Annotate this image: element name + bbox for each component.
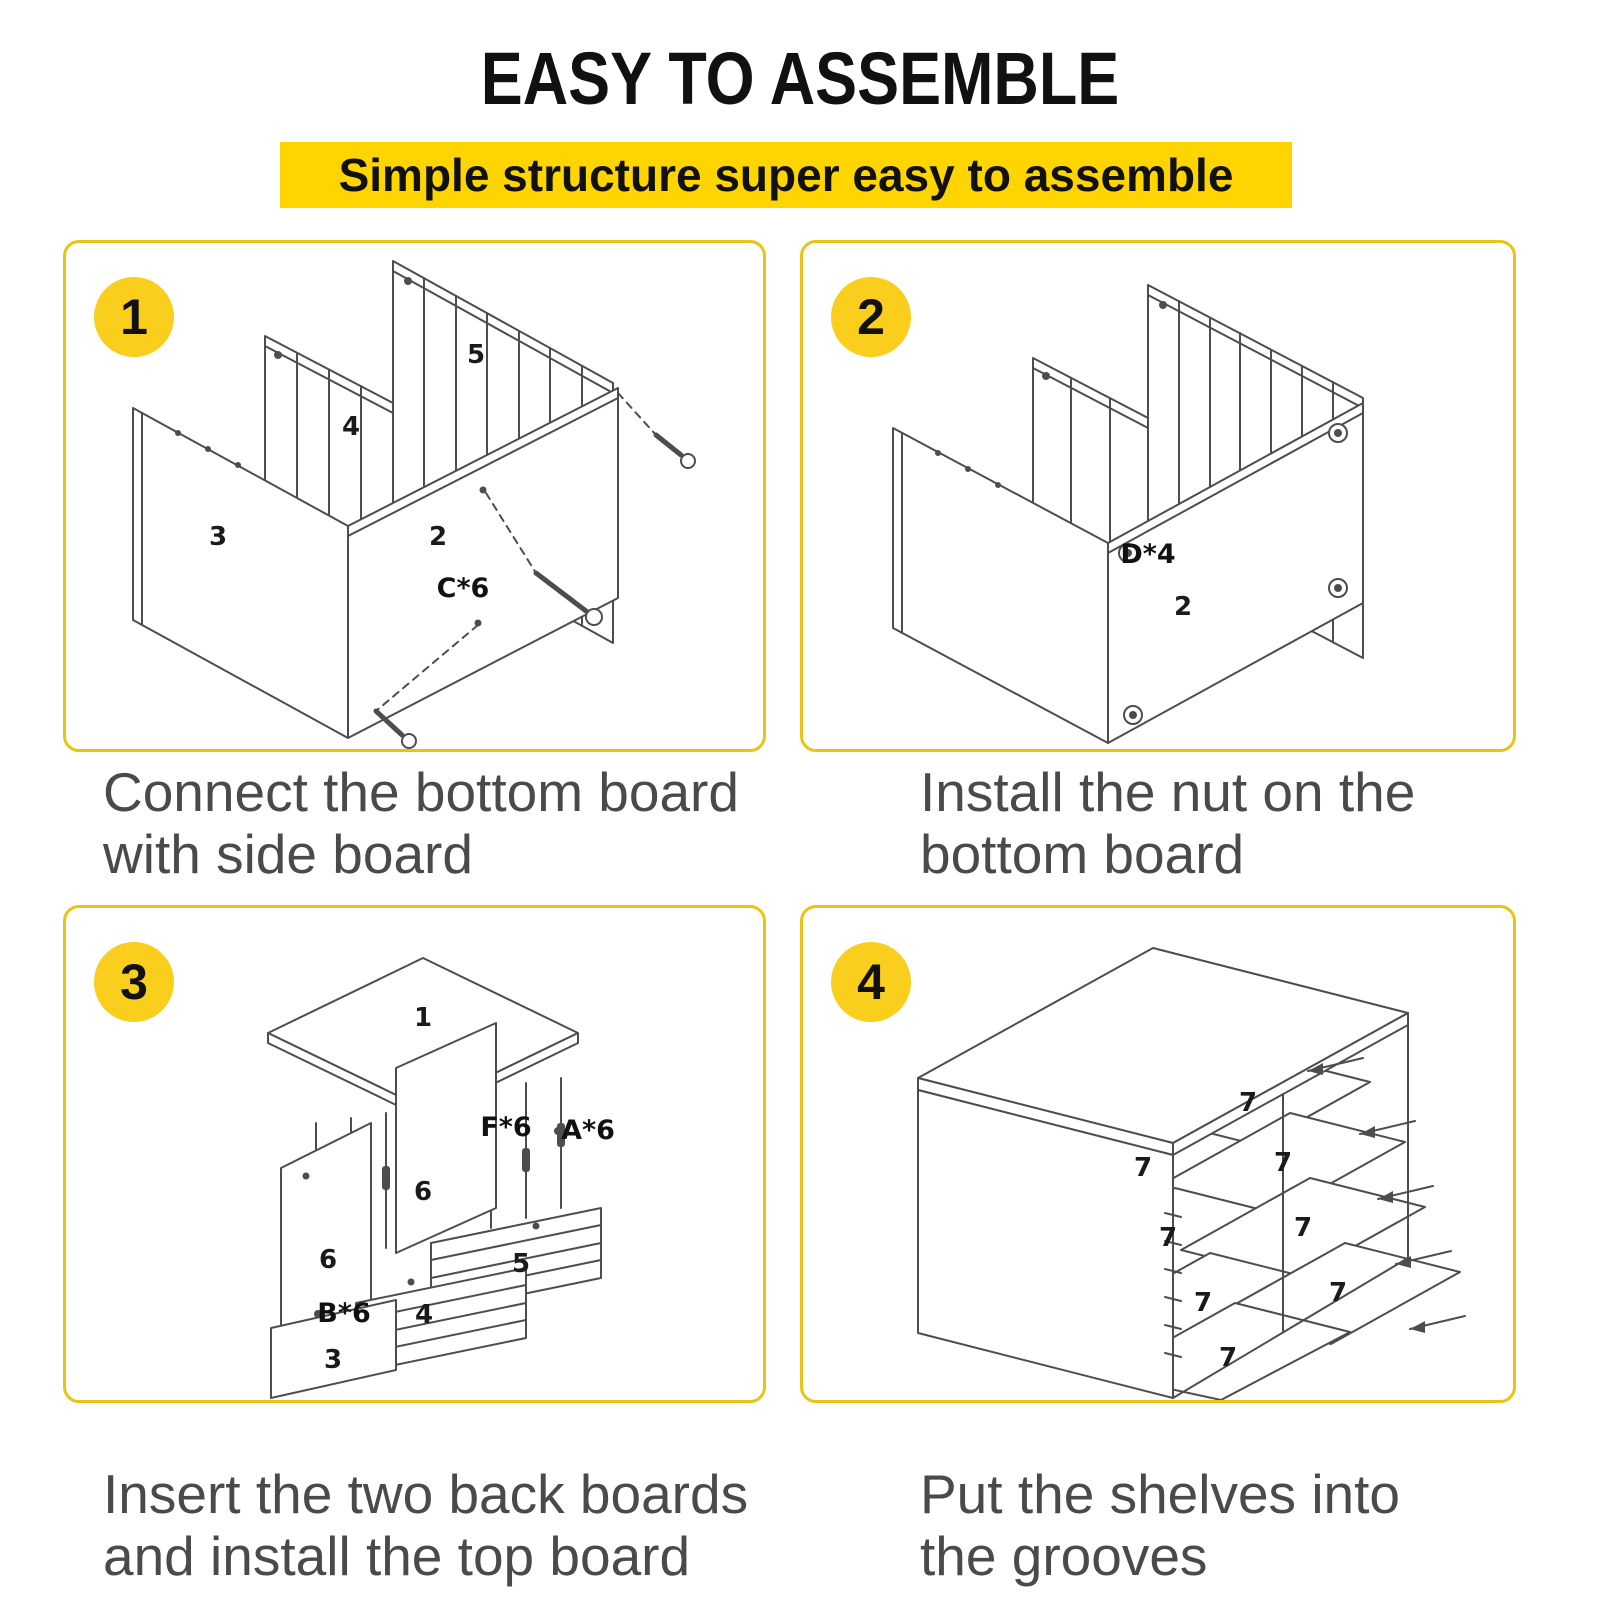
step-3-badge: 3 — [94, 942, 174, 1022]
part-label: 4 — [342, 412, 360, 442]
step-3-panel: 1 F*6 A*6 6 6 5 4 B*6 3 3 — [63, 905, 766, 1403]
step-1-number: 1 — [120, 289, 148, 345]
step-3-caption: Insert the two back boards and install t… — [103, 1463, 749, 1587]
part-label: 7 — [1159, 1223, 1177, 1253]
part-label: 7 — [1294, 1213, 1312, 1243]
step-1-drawing — [132, 260, 696, 749]
part-label: 6 — [414, 1177, 432, 1207]
nut-icon — [1328, 423, 1348, 443]
step-1-caption: Connect the bottom board with side board — [103, 761, 739, 885]
step-4-caption: Put the shelves into the grooves — [920, 1463, 1401, 1587]
nut-icon — [1123, 705, 1143, 725]
part-label: 5 — [512, 1249, 530, 1279]
subtitle-banner: Simple structure super easy to assemble — [280, 142, 1292, 208]
step-4-illustration: 7 7 7 7 7 7 7 7 — [917, 947, 1466, 1400]
step-2-caption: Install the nut on the bottom board — [920, 761, 1416, 885]
part-label: B*6 — [317, 1298, 371, 1329]
step-2-illustration: D*4 2 — [892, 284, 1364, 744]
part-label: 7 — [1274, 1148, 1292, 1178]
step-1-badge: 1 — [94, 277, 174, 357]
step-2-drawing — [892, 284, 1364, 744]
screw-icon — [617, 392, 696, 469]
step-1-panel: 5 4 3 2 C*6 1 — [63, 240, 766, 752]
step-2-number: 2 — [857, 289, 885, 345]
step-4-cabinet — [917, 947, 1409, 1399]
caption-line: the grooves — [920, 1524, 1208, 1587]
part-label: 3 — [209, 522, 227, 552]
step-2-panel: D*4 2 2 — [800, 240, 1516, 752]
step-4-badge: 4 — [831, 942, 911, 1022]
page-title: EASY TO ASSEMBLE — [480, 37, 1120, 120]
part-label: 1 — [414, 1003, 432, 1033]
caption-line: bottom board — [920, 822, 1245, 885]
part-label: C*6 — [437, 573, 490, 604]
nut-icon — [1328, 578, 1348, 598]
part-label: 7 — [1219, 1343, 1237, 1373]
step-4-panel: 7 7 7 7 7 7 7 7 4 — [800, 905, 1516, 1403]
step-3-drawing — [267, 957, 602, 1399]
part-label: 7 — [1329, 1278, 1347, 1308]
part-label: D*4 — [1120, 539, 1175, 570]
caption-line: Connect the bottom board — [103, 761, 739, 823]
step-3-number: 3 — [120, 954, 148, 1010]
caption-line: Put the shelves into — [920, 1463, 1401, 1525]
step-1-illustration: 5 4 3 2 C*6 — [132, 260, 696, 749]
nut-icon — [1118, 543, 1138, 563]
part-label: 2 — [1174, 592, 1192, 622]
step-2-badge: 2 — [831, 277, 911, 357]
caption-line: and install the top board — [103, 1524, 691, 1587]
part-label: 5 — [467, 340, 485, 370]
part-label: 6 — [319, 1245, 337, 1275]
caption-line: Install the nut on the — [920, 761, 1416, 823]
step-4-number: 4 — [857, 954, 885, 1010]
part-label: 2 — [429, 522, 447, 552]
part-label: A*6 — [561, 1115, 615, 1146]
screw-icon — [373, 624, 479, 749]
screw-icon — [485, 492, 603, 626]
part-label: F*6 — [480, 1112, 531, 1143]
step-3-illustration: 1 F*6 A*6 6 6 5 4 B*6 3 — [267, 957, 615, 1399]
part-label: 3 — [324, 1345, 342, 1375]
part-label: 4 — [415, 1300, 433, 1330]
part-label: 7 — [1194, 1288, 1212, 1318]
part-label: 7 — [1134, 1153, 1152, 1183]
caption-line: Insert the two back boards — [103, 1463, 749, 1525]
insert-arrow-icons — [1307, 1057, 1466, 1333]
part-label: 7 — [1239, 1088, 1257, 1118]
caption-line: with side board — [103, 822, 473, 885]
